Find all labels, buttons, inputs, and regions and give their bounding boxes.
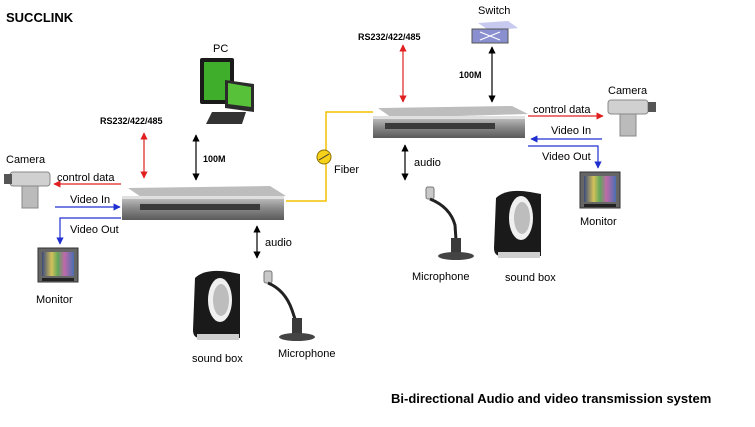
right-camera-icon bbox=[607, 99, 656, 137]
left-microphone-label: Microphone bbox=[278, 348, 335, 360]
left-camera-icon bbox=[4, 171, 51, 209]
right-speaker-label: sound box bbox=[505, 272, 556, 284]
right-video-in-label: Video In bbox=[551, 125, 591, 137]
fiber-label: Fiber bbox=[334, 164, 359, 176]
left-speaker-label: sound box bbox=[192, 353, 243, 365]
pc-icon bbox=[200, 58, 254, 124]
left-monitor-icon bbox=[37, 247, 79, 283]
fiber-icon bbox=[316, 149, 332, 165]
right-video-out-label: Video Out bbox=[542, 151, 591, 163]
switch-label: Switch bbox=[478, 5, 510, 17]
pc-label: PC bbox=[213, 43, 228, 55]
left-video-in-label: Video In bbox=[70, 194, 110, 206]
left-microphone-icon bbox=[263, 270, 315, 341]
right-control-label: control data bbox=[533, 104, 591, 116]
switch-icon bbox=[471, 21, 518, 44]
left-monitor-label: Monitor bbox=[36, 294, 73, 306]
right-transceiver-unit bbox=[373, 106, 528, 138]
left-video-out-label: Video Out bbox=[70, 224, 119, 236]
right-camera-label: Camera bbox=[608, 85, 648, 97]
left-camera-label: Camera bbox=[6, 154, 46, 166]
right-video-out-arrow bbox=[528, 145, 602, 169]
left-rs232-label: RS232/422/485 bbox=[100, 116, 163, 126]
right-microphone-icon bbox=[425, 186, 474, 260]
diagram-caption: Bi-directional Audio and video transmiss… bbox=[391, 391, 711, 406]
brand-logo: SUCCLINK bbox=[6, 10, 74, 25]
left-100m-label: 100M bbox=[203, 154, 226, 164]
left-transceiver-unit bbox=[122, 186, 286, 220]
left-control-label: control data bbox=[57, 172, 115, 184]
right-microphone-label: Microphone bbox=[412, 271, 469, 283]
right-audio-label: audio bbox=[414, 157, 441, 169]
left-video-out-arrow bbox=[56, 217, 121, 245]
right-100m-label: 100M bbox=[459, 70, 482, 80]
right-monitor-icon bbox=[579, 171, 621, 209]
left-audio-label: audio bbox=[265, 237, 292, 249]
right-rs232-label: RS232/422/485 bbox=[358, 32, 421, 42]
left-speaker-icon bbox=[193, 270, 240, 340]
right-speaker-icon bbox=[494, 190, 541, 258]
right-monitor-label: Monitor bbox=[580, 216, 617, 228]
